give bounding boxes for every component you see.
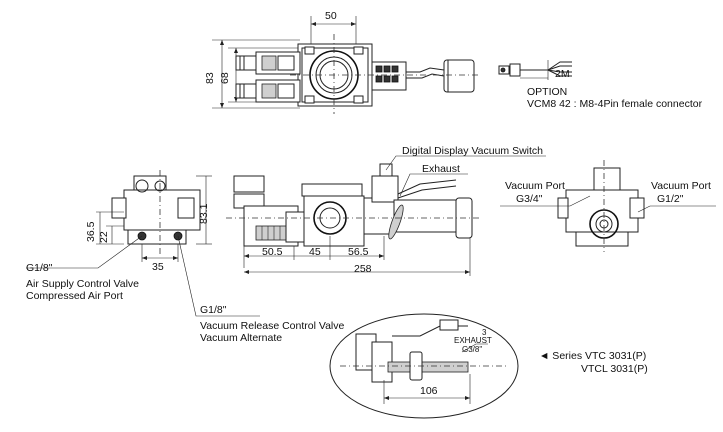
front-view (226, 155, 546, 276)
label-digital-switch: Digital Display Vacuum Switch (402, 145, 544, 157)
label-vacuum-release-1: Vacuum Release Control Valve (200, 320, 345, 332)
top-view (212, 16, 478, 114)
detail-exhaust-size: G3/8" (462, 345, 483, 354)
label-vacuum-port-left: Vacuum Port (505, 180, 565, 192)
dim-top-height-inner: 68 (219, 72, 231, 84)
dim-connector-2m: 2M (555, 68, 570, 80)
series-line-1: ◄ Series VTC 3031(P) (539, 350, 647, 362)
label-exhaust: Exhaust (422, 163, 460, 175)
label-vacuum-port-right-size: G1/2" (657, 193, 684, 205)
option-connector (498, 60, 572, 80)
label-vacuum-release-2: Vacuum Alternate (200, 332, 283, 344)
dim-option-106: 106 (420, 385, 438, 397)
dim-side-35: 35 (152, 261, 164, 273)
dim-side-365: 36.5 (85, 221, 97, 242)
label-g18-bottom: G1/8" (200, 304, 227, 316)
option-title: OPTION (527, 86, 568, 98)
label-vacuum-port-right: Vacuum Port (651, 180, 711, 192)
dim-top-width: 50 (325, 10, 337, 22)
label-g18-left: G1/8" (26, 262, 53, 274)
option-description: VCM8 42 : M8-4Pin female connector (527, 98, 703, 110)
label-air-supply-1: Air Supply Control Valve (26, 278, 140, 290)
detail-exhaust: EXHAUST (454, 336, 492, 345)
label-vacuum-port-left-size: G3/4" (516, 193, 543, 205)
dim-side-831: 83.1 (198, 203, 210, 224)
side-view (26, 170, 260, 317)
dim-front-258: 258 (354, 263, 372, 275)
detail-view (329, 313, 519, 419)
detail-ref-number: 3 (482, 328, 487, 337)
dim-front-505: 50.5 (262, 246, 283, 258)
dim-front-565: 56.5 (348, 246, 369, 258)
dim-front-45: 45 (309, 246, 321, 258)
dim-top-height-outer: 83 (204, 72, 216, 84)
label-air-supply-2: Compressed Air Port (26, 290, 123, 302)
series-line-2: VTCL 3031(P) (581, 363, 648, 375)
dim-side-22: 22 (98, 231, 110, 243)
right-view (500, 160, 716, 252)
